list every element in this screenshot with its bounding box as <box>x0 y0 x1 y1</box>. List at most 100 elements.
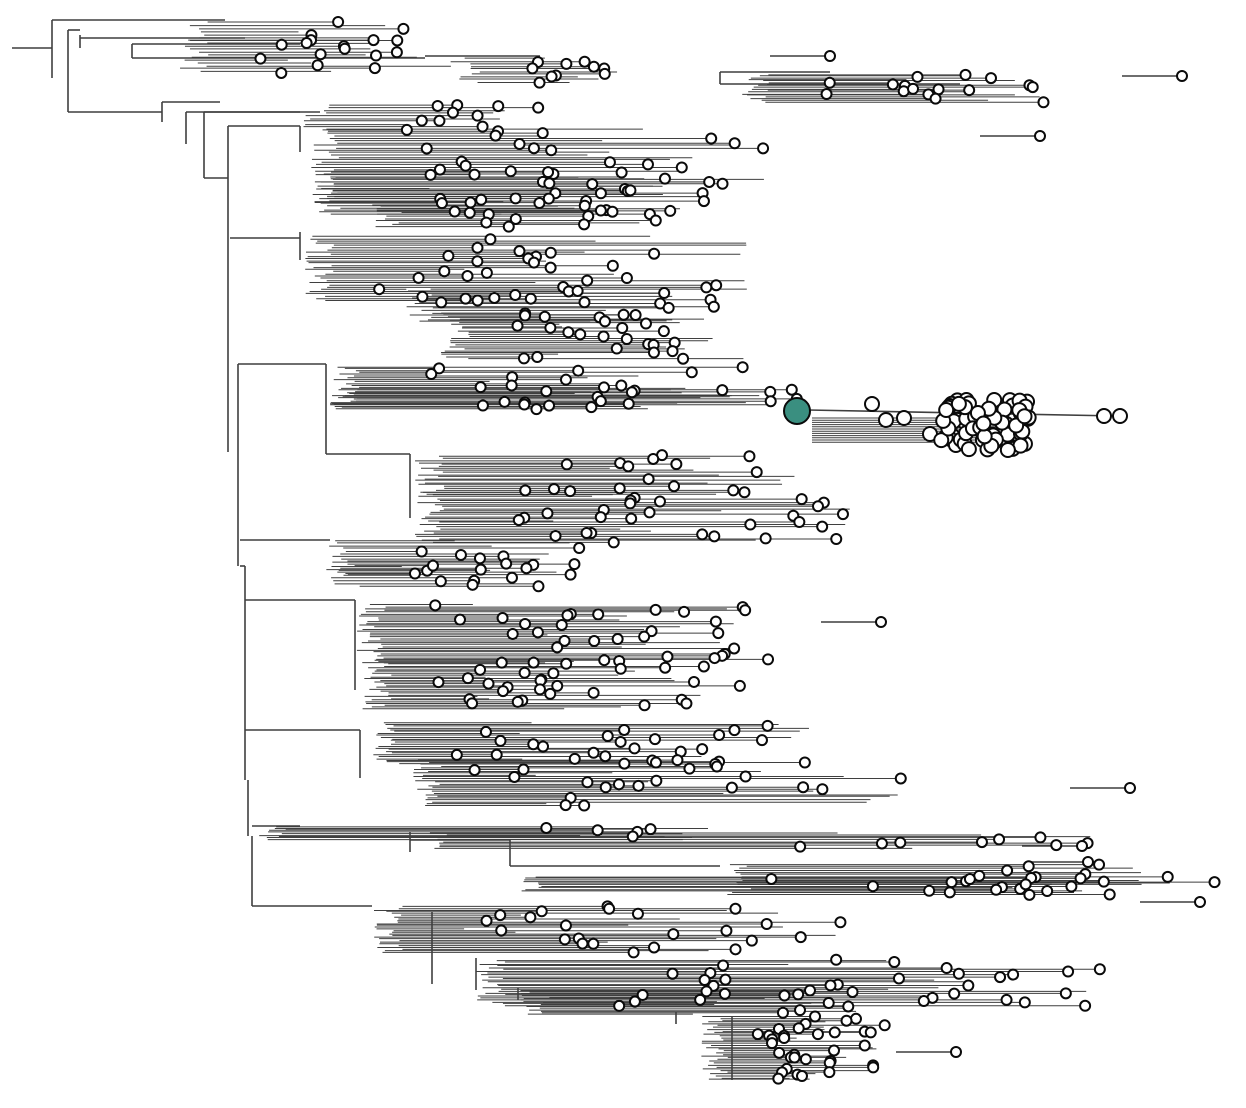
tree-tip <box>558 933 571 946</box>
tree-tip <box>678 605 691 618</box>
tree-tip <box>412 271 425 284</box>
tree-tip <box>625 512 638 525</box>
tree-tip <box>626 830 639 843</box>
tree-tip <box>544 687 557 700</box>
tree-tip <box>717 959 730 972</box>
tree-tip <box>666 345 679 358</box>
tree-tip <box>792 988 805 1001</box>
tree-tip <box>620 333 633 346</box>
tree-tip <box>524 292 537 305</box>
tree-tip <box>1076 840 1088 852</box>
tree-tip <box>519 617 532 630</box>
tree-tip <box>424 168 437 181</box>
tree-tip <box>778 1032 791 1045</box>
tree-tip <box>1001 864 1014 877</box>
tree-tip <box>636 989 649 1002</box>
tree-tip <box>471 241 484 254</box>
tree-tip <box>612 778 625 791</box>
tree-tip <box>484 233 497 246</box>
tree-tip <box>614 662 627 675</box>
tree-tip <box>300 37 313 50</box>
tree-tip <box>816 783 829 796</box>
tree-tip <box>594 511 607 524</box>
tree-tip <box>494 734 507 747</box>
tree-tip <box>542 166 555 179</box>
tree-tip <box>390 46 403 59</box>
tree-tip <box>1034 831 1047 844</box>
tree-tip <box>581 274 594 287</box>
tree-tip <box>685 366 698 379</box>
tree-tip <box>598 315 611 328</box>
tree-tip <box>794 840 807 853</box>
tree-tip <box>811 500 824 513</box>
tree-tip <box>948 987 961 1000</box>
tree-tip <box>559 799 572 812</box>
tree-tip <box>537 740 550 753</box>
tree-tip <box>999 441 1016 458</box>
tree-tip <box>950 1046 962 1058</box>
tree-tip <box>697 195 710 208</box>
tree-tip <box>571 284 584 297</box>
tree-tip <box>917 995 930 1008</box>
tree-tip <box>1096 408 1112 424</box>
tree-tip <box>696 528 709 541</box>
tree-tip <box>433 114 446 127</box>
tree-tip <box>446 106 459 119</box>
tree-tip <box>473 552 486 565</box>
tree-tip <box>601 730 614 743</box>
tree-tip <box>643 506 656 519</box>
tree-tip <box>716 177 729 190</box>
tree-tip <box>963 84 976 97</box>
tree-tip <box>517 352 530 365</box>
tree-tip <box>535 905 548 918</box>
tree-tip <box>615 379 628 392</box>
tree-tip <box>803 984 816 997</box>
tree-tip <box>661 650 674 663</box>
tree-tip <box>531 626 544 639</box>
tree-tip <box>867 1061 880 1074</box>
tree-tip <box>849 1012 862 1025</box>
tree-tip <box>700 985 713 998</box>
tree-tip <box>628 742 641 755</box>
tree-tip <box>509 289 522 302</box>
tree-branches <box>12 19 1215 1080</box>
tree-tip <box>551 641 564 654</box>
tree-tip <box>1050 839 1063 852</box>
tree-tip <box>840 1014 853 1027</box>
tree-tip <box>793 516 806 529</box>
tree-tip <box>785 383 798 396</box>
tree-tip <box>544 261 557 274</box>
tree-tip <box>496 612 509 625</box>
tree-tip <box>1208 876 1221 889</box>
tree-tip <box>994 971 1007 984</box>
tree-tip <box>794 1004 807 1017</box>
tree-tip <box>894 772 907 785</box>
tree-tip <box>1062 965 1075 978</box>
tree-tip <box>795 493 808 506</box>
tree-tip <box>759 532 772 545</box>
tree-tip <box>468 168 481 181</box>
tree-tip <box>830 532 843 545</box>
tree-tip <box>587 937 600 950</box>
tree-tip <box>720 924 733 937</box>
tree-tip <box>482 677 495 690</box>
tree-tip <box>506 627 519 640</box>
tree-tip <box>751 1028 764 1041</box>
tree-tip <box>597 330 610 343</box>
tree-tip <box>368 62 381 75</box>
tree-tip <box>373 283 386 296</box>
tree-tip <box>1103 888 1116 901</box>
tree-tip <box>963 873 976 886</box>
tree-tip <box>776 1006 789 1019</box>
tree-tip <box>1034 130 1046 142</box>
tree-tip <box>647 346 660 359</box>
tree-tip <box>564 485 577 498</box>
tree-tip <box>532 101 545 114</box>
tree-tip <box>698 974 711 987</box>
tree-tip <box>560 57 573 70</box>
tree-tip <box>494 909 507 922</box>
tree-tip <box>647 452 660 465</box>
tree-tip <box>743 450 756 463</box>
tree-tip <box>594 395 607 408</box>
tree-tip <box>594 204 607 217</box>
